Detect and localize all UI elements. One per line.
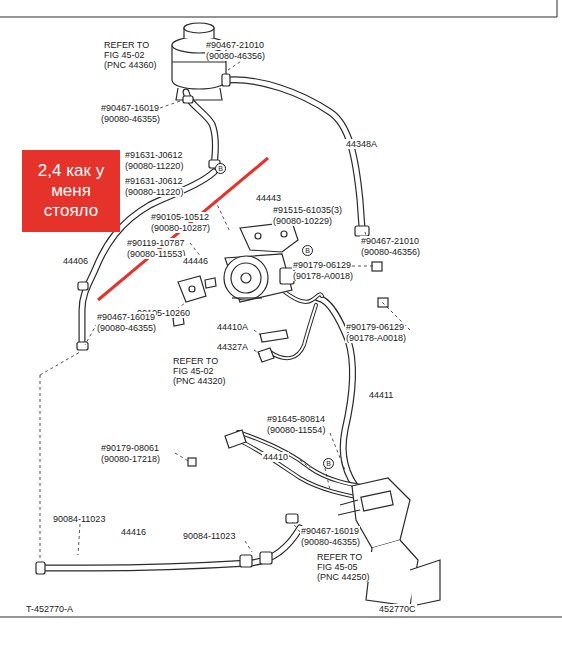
callout-box: 2,4 как у меня стояло <box>22 150 120 232</box>
part-number: 44327A <box>216 342 249 352</box>
part-number: REFER TO FIG 45-02 (PNC 44320) <box>172 356 236 386</box>
clamps <box>36 74 388 574</box>
part-number: (90080-11220) <box>124 187 184 197</box>
part-number: (90080-46355) <box>300 537 361 547</box>
bracket <box>178 222 298 302</box>
part-number: 44410 <box>262 452 289 462</box>
part-number: #91645-80814 <box>266 414 326 424</box>
part-number: #91631-J0612 <box>124 176 184 186</box>
part-number: #90179-06129 <box>345 322 405 332</box>
circle-marker: B <box>215 163 226 174</box>
part-number: (90178-A0018) <box>292 271 354 281</box>
part-number: 90084-11023 <box>182 531 236 541</box>
part-number: #90467-21010 <box>360 236 420 246</box>
part-number: 44410A <box>216 322 249 332</box>
pump <box>224 254 294 302</box>
part-number: #90467-16019 <box>100 103 160 113</box>
part-number: (90080-46355) <box>96 323 157 333</box>
part-number: 44411 <box>368 390 394 400</box>
part-number: (90080-46356) <box>205 51 266 61</box>
callout-text: 2,4 как у меня стояло <box>22 161 120 221</box>
part-number: REFER TO FIG 45-02 (PNC 44360) <box>103 40 167 70</box>
part-number: T-452770-A <box>25 604 74 614</box>
part-number: 44446 <box>182 256 209 266</box>
part-number: (90080-11220) <box>124 161 184 171</box>
part-number: #90105-10512 <box>150 212 210 222</box>
frame-lines <box>0 0 562 617</box>
part-number: #90119-10787 <box>126 238 185 248</box>
circle-marker: B <box>323 458 334 469</box>
part-number: (90080-10287) <box>150 223 211 233</box>
part-number: (90080-17218) <box>100 454 161 464</box>
part-number: (90080-11553) <box>126 249 186 259</box>
part-number: #90179-08061 <box>100 443 160 453</box>
part-number: (90080-10229) <box>272 216 333 226</box>
part-number: (90080-46356) <box>360 247 421 257</box>
part-number: 452770C <box>378 604 417 614</box>
reservoir <box>172 23 226 100</box>
leader-lines <box>40 45 410 560</box>
part-number: #90467-16019 <box>300 526 360 536</box>
part-number: #91631-J0612 <box>124 150 184 160</box>
part-number: (90080-11554) <box>266 425 326 435</box>
part-number: #90179-06129 <box>292 260 352 270</box>
part-number: 44348A <box>345 139 378 149</box>
part-number: 44443 <box>255 193 282 203</box>
part-number: (90080-46355) <box>100 114 161 124</box>
part-number: 44416 <box>120 527 147 537</box>
part-number: #90467-21010 <box>205 40 265 50</box>
part-number: #90467-16019 <box>96 312 156 322</box>
part-number: #91515-61035(3) <box>272 205 343 215</box>
part-number: (90178-A0018) <box>345 333 407 343</box>
part-number: 44406 <box>62 256 89 266</box>
red-pointer-line <box>98 158 268 300</box>
part-number: 90084-11023 <box>52 514 106 524</box>
circle-marker: B <box>302 245 313 256</box>
part-number: REFER TO FIG 45-05 (PNC 44250) <box>316 552 380 582</box>
